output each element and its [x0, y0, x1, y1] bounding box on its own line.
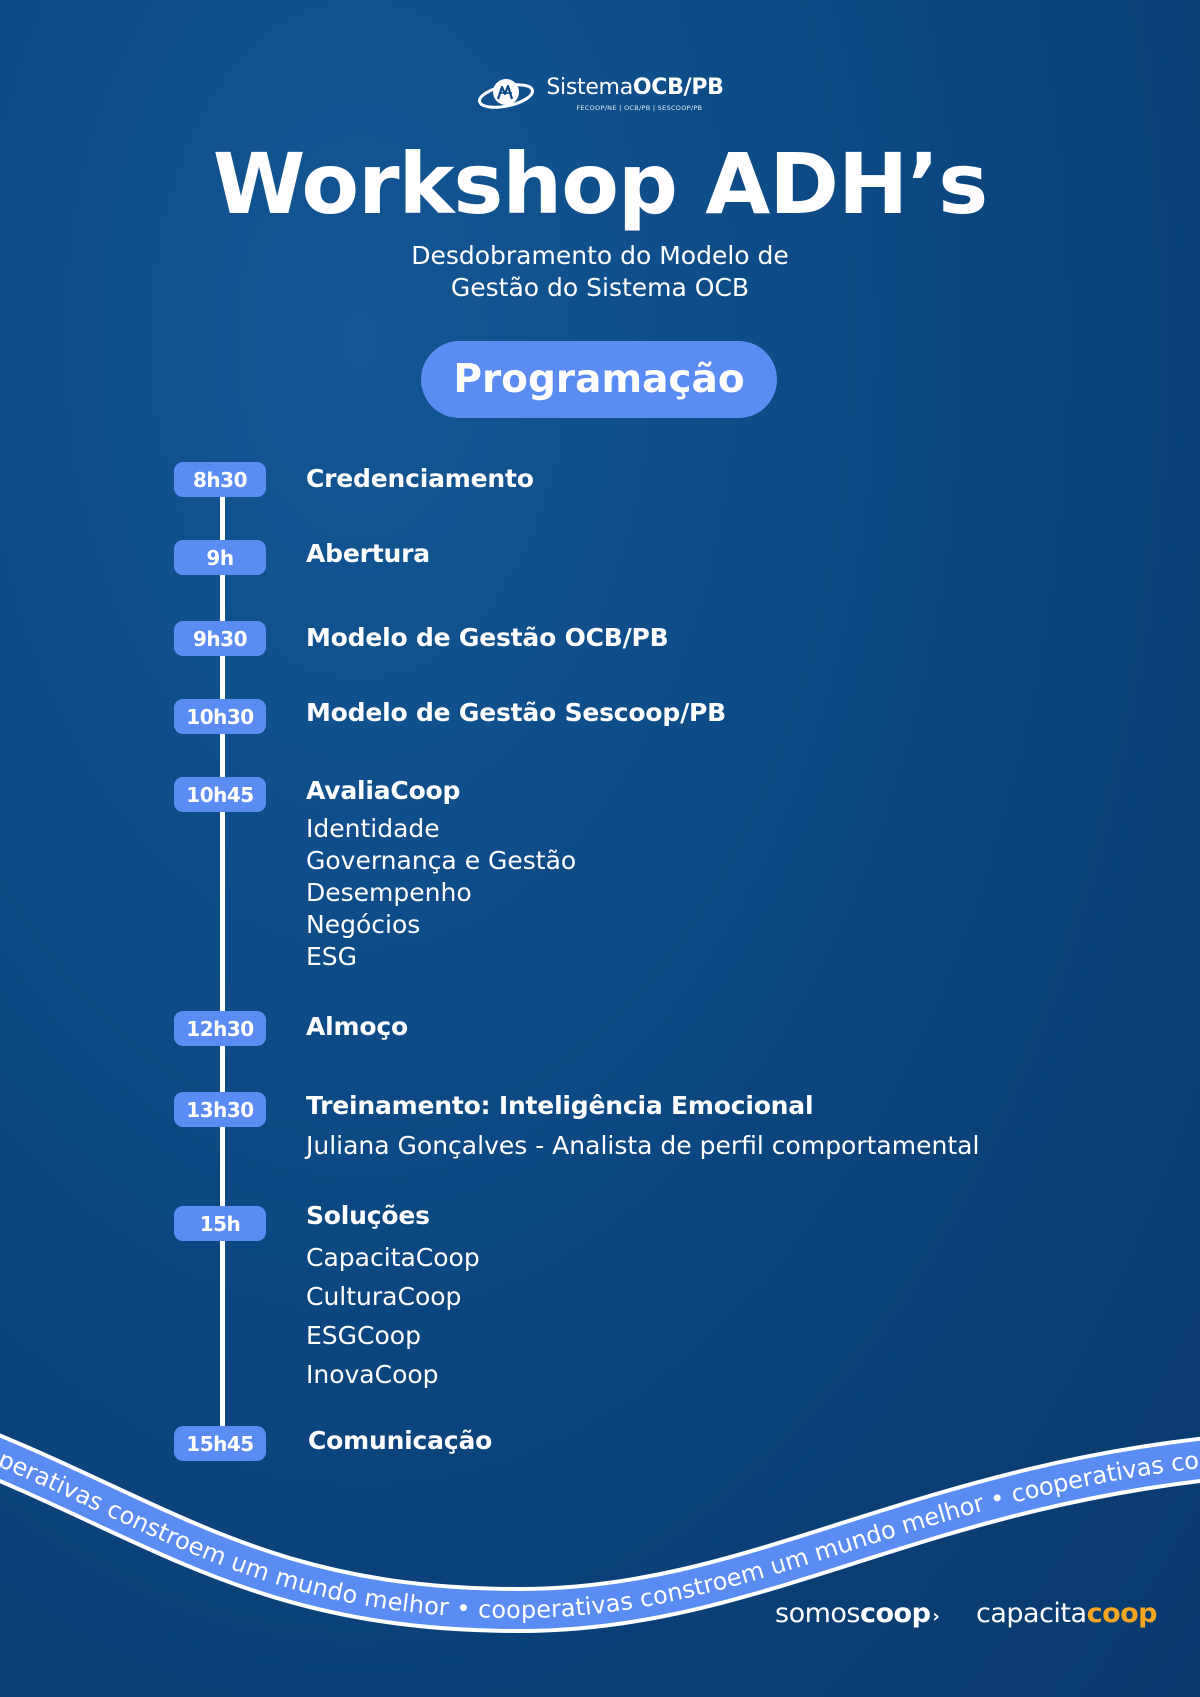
time-badge: 10h45	[174, 777, 266, 812]
subtitle-line-2: Gestão do Sistema OCB	[450, 273, 750, 302]
item-title: Modelo de Gestão Sescoop/PB	[306, 698, 726, 727]
item-title: AvaliaCoop	[306, 776, 461, 805]
somos-text: somos	[775, 1598, 860, 1629]
logo-subtext: FECOOP/NE | OCB/PB | SESCOOP/PB	[576, 103, 703, 112]
list-item: Negócios	[306, 910, 421, 939]
item-sublist: Juliana Gonçalves - Analista de perfil c…	[306, 1130, 979, 1162]
list-item: Juliana Gonçalves - Analista de perfil c…	[306, 1131, 980, 1160]
item-title: Modelo de Gestão OCB/PB	[306, 623, 669, 652]
list-item: ESG	[306, 942, 358, 971]
capacitacoop-logo: capacitacoop	[976, 1598, 1158, 1629]
timeline-line	[220, 478, 225, 1440]
page-title: Workshop ADH’s	[212, 135, 988, 233]
item-title: Abertura	[306, 539, 430, 568]
time-badge: 8h30	[174, 462, 266, 497]
item-title: Treinamento: Inteligência Emocional	[306, 1091, 814, 1120]
list-item: ESGCoop	[306, 1321, 421, 1350]
list-item: CulturaCoop	[306, 1282, 462, 1311]
slogan-banner: cooperativas constroem um mundo melhor •…	[0, 1400, 1200, 1634]
somos-coop-text: coop	[859, 1598, 931, 1629]
list-item: Identidade	[306, 814, 440, 843]
logo-group: SistemaOCB/PB FECOOP/NE | OCB/PB | SESCO…	[476, 72, 724, 116]
time-badge: 15h	[174, 1206, 266, 1241]
list-item: CapacitaCoop	[306, 1243, 480, 1272]
item-sublist: Identidade Governança e Gestão Desempenh…	[306, 813, 576, 973]
capacita-coop-text: coop	[1086, 1598, 1158, 1629]
time-badge: 9h30	[174, 621, 266, 656]
time-badge: 15h45	[174, 1426, 266, 1461]
somoscoop-mark-icon: ›	[932, 1606, 940, 1627]
item-title: Comunicação	[308, 1426, 493, 1455]
somoscoop-logo: somoscoop›	[775, 1598, 940, 1629]
sistema-ocb-logo-icon	[478, 79, 535, 109]
subtitle-line-1: Desdobramento do Modelo de	[411, 241, 789, 270]
item-title: Soluções	[306, 1201, 430, 1230]
time-badge: 9h	[174, 540, 266, 575]
item-sublist: CapacitaCoop CulturaCoop ESGCoop InovaCo…	[306, 1238, 480, 1394]
time-badge: 12h30	[174, 1011, 266, 1046]
time-badge: 13h30	[174, 1092, 266, 1127]
program-pill: Programação	[421, 341, 777, 418]
list-item: InovaCoop	[306, 1360, 439, 1389]
logo-name: SistemaOCB/PB	[546, 74, 724, 100]
time-badge: 10h30	[174, 699, 266, 734]
page-subtitle: Desdobramento do Modelo de Gestão do Sis…	[0, 240, 1200, 304]
item-title: Almoço	[306, 1012, 408, 1041]
list-item: Desempenho	[306, 878, 472, 907]
item-title: Credenciamento	[306, 464, 534, 493]
capacita-text: capacita	[976, 1598, 1087, 1629]
list-item: Governança e Gestão	[306, 846, 577, 875]
header-logo: SistemaOCB/PB FECOOP/NE | OCB/PB | SESCO…	[0, 72, 1200, 116]
logo-text: SistemaOCB/PB FECOOP/NE | OCB/PB | SESCO…	[546, 74, 724, 112]
logo-name-bold: OCB/PB	[632, 74, 724, 100]
logo-name-light: Sistema	[546, 74, 633, 100]
